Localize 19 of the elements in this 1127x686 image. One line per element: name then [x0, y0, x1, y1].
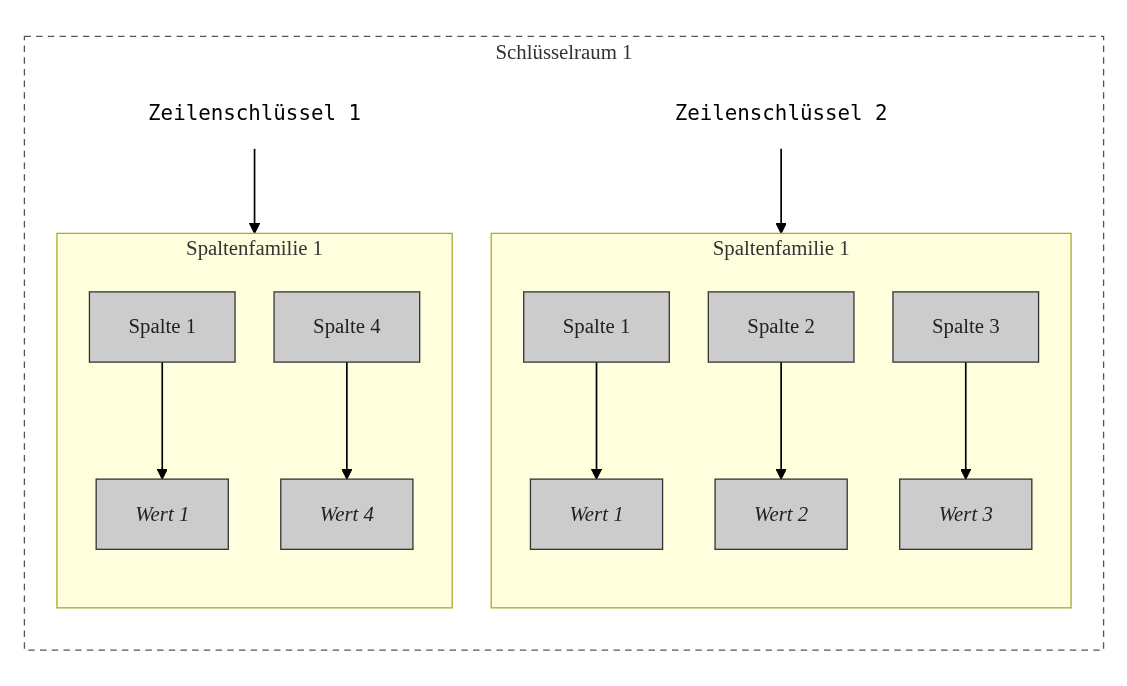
node-text: Zeilenschlüssel 1	[147, 100, 361, 126]
arrow	[774, 147, 787, 234]
node-box: Spalte 2	[707, 291, 855, 363]
arrow	[590, 361, 602, 480]
node-text: Zeilenschlüssel 2	[674, 100, 888, 126]
arrow	[156, 361, 168, 480]
node-box: Spalte 4	[272, 291, 420, 363]
node-box: Wert 3	[898, 478, 1032, 550]
node-box: Wert 4	[279, 478, 414, 550]
arrow	[959, 361, 971, 480]
node-box: Wert 1	[529, 478, 663, 550]
node-box: Spalte 1	[522, 291, 670, 363]
node-box: Wert 1	[95, 478, 229, 550]
node-box: Spalte 3	[891, 291, 1039, 363]
node-box: Wert 2	[713, 478, 848, 550]
arrow	[340, 361, 353, 480]
node-box: Spalte 1	[88, 291, 236, 363]
arrow	[248, 147, 260, 234]
arrow	[774, 361, 787, 480]
